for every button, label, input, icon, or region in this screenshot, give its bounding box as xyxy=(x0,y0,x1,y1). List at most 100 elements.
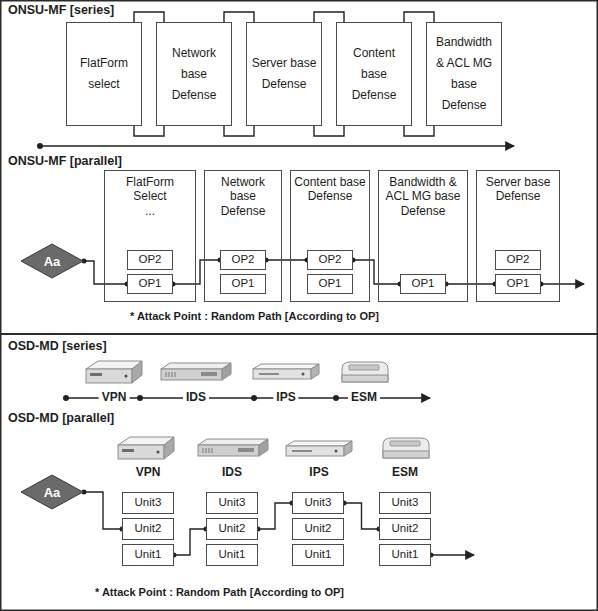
unit-box: Unit2 xyxy=(379,518,431,540)
unit-box: Unit1 xyxy=(206,544,258,566)
vpn-device xyxy=(118,437,174,459)
node-text: Content base Defense xyxy=(341,43,407,106)
option-box: OP2 xyxy=(307,250,353,270)
node-text: Unit3 xyxy=(219,497,246,509)
node-text: Unit2 xyxy=(135,523,162,535)
node-text: Bandwidth & ACL MG base Defense xyxy=(431,32,497,116)
node-text: Unit3 xyxy=(305,497,332,509)
unit-box: Unit2 xyxy=(122,518,174,540)
connector xyxy=(266,259,307,260)
connector xyxy=(353,260,400,284)
connector xyxy=(174,529,206,555)
unit-box: Unit3 xyxy=(379,492,431,514)
node-text: Server base Defense xyxy=(251,53,317,95)
connector xyxy=(84,492,122,529)
note-text: * Attack Point : Random Path [According … xyxy=(130,310,379,323)
node-text: Content base Defense xyxy=(294,175,366,204)
section-title: ONSU-MF [parallel] xyxy=(8,154,122,168)
connector-group xyxy=(256,501,295,532)
unit-box: Unit2 xyxy=(206,518,258,540)
connector xyxy=(258,503,292,529)
node-text: Unit1 xyxy=(135,549,162,561)
device-label: IPS xyxy=(273,391,298,405)
connector xyxy=(173,260,220,284)
device-label: VPN xyxy=(133,466,164,480)
vpn-device xyxy=(86,361,142,383)
option-box: OP2 xyxy=(495,250,541,270)
flow-dot xyxy=(333,395,339,401)
connector-group xyxy=(224,12,254,22)
unit-box: Unit2 xyxy=(292,518,344,540)
connector xyxy=(404,12,434,22)
series-box: Bandwidth & ACL MG base Defense xyxy=(426,22,502,126)
ids-device xyxy=(198,439,268,456)
exit-arrow xyxy=(431,554,474,555)
unit-box: Unit3 xyxy=(206,492,258,514)
connector-group xyxy=(351,258,403,287)
connector xyxy=(224,12,254,22)
node-text: ... xyxy=(108,204,192,218)
node-text: Unit1 xyxy=(305,549,332,561)
series-link xyxy=(134,126,434,136)
series-box: Content base Defense xyxy=(336,22,412,126)
connector xyxy=(344,503,379,529)
node-text: Aa xyxy=(44,254,61,269)
node-text: Unit2 xyxy=(219,523,246,535)
option-box: OP2 xyxy=(220,250,266,270)
option-box: OP1 xyxy=(400,274,446,294)
node-text: Server base Defense xyxy=(480,175,556,204)
node-text: OP1 xyxy=(318,278,341,290)
esm-device xyxy=(342,362,388,382)
node-text: OP2 xyxy=(318,254,341,266)
attack-diamond: Aa xyxy=(20,243,84,279)
connector xyxy=(84,261,127,284)
connector-group xyxy=(404,12,434,22)
flow-arrow xyxy=(40,145,514,146)
flow-dot xyxy=(251,395,257,401)
node-text: OP1 xyxy=(138,278,161,290)
connector-group xyxy=(172,527,209,558)
option-box: OP1 xyxy=(307,274,353,294)
node-text: FlatForm select xyxy=(71,53,137,95)
node-text: OP1 xyxy=(411,278,434,290)
device-label: IPS xyxy=(306,466,331,480)
esm-device xyxy=(383,438,429,458)
node-text: OP1 xyxy=(506,278,529,290)
section-title: ONSU-MF [series] xyxy=(8,3,114,17)
diamond-outline xyxy=(21,244,83,278)
device-label: ESM xyxy=(348,391,380,405)
node-text: OP2 xyxy=(506,254,529,266)
ips-device xyxy=(253,364,319,379)
connector xyxy=(314,12,344,22)
node-text: Unit3 xyxy=(392,497,419,509)
option-box: OP1 xyxy=(495,274,541,294)
series-box: FlatForm select xyxy=(66,22,142,126)
defense-group: Bandwidth & ACL MG base DefenseOP1 xyxy=(378,170,468,302)
connector-group xyxy=(342,501,382,532)
node-text: Bandwidth & ACL MG base Defense xyxy=(382,175,464,218)
series-box: Server base Defense xyxy=(246,22,322,126)
node-text: OP2 xyxy=(138,254,161,266)
divider xyxy=(0,333,598,335)
node-text: Network base Defense xyxy=(208,175,278,218)
option-box: OP1 xyxy=(127,274,173,294)
ids-device xyxy=(161,363,231,380)
diamond-outline xyxy=(21,475,83,509)
node-text: Network base Defense xyxy=(161,43,227,106)
connector xyxy=(134,12,164,22)
node-text: Unit2 xyxy=(392,523,419,535)
section-title: OSD-MD [series] xyxy=(8,339,107,353)
unit-box: Unit1 xyxy=(379,544,431,566)
unit-box: Unit3 xyxy=(122,492,174,514)
connector-group xyxy=(134,12,164,22)
node-text: Unit2 xyxy=(305,523,332,535)
unit-box: Unit3 xyxy=(292,492,344,514)
device-label: ESM xyxy=(389,466,421,480)
node-text: Aa xyxy=(44,485,61,500)
node-text: OP2 xyxy=(231,254,254,266)
option-box: OP2 xyxy=(127,250,173,270)
flow-dot xyxy=(63,395,69,401)
node-text: Unit1 xyxy=(392,549,419,561)
section-title: OSD-MD [parallel] xyxy=(8,411,114,425)
series-box: Network base Defense xyxy=(156,22,232,126)
